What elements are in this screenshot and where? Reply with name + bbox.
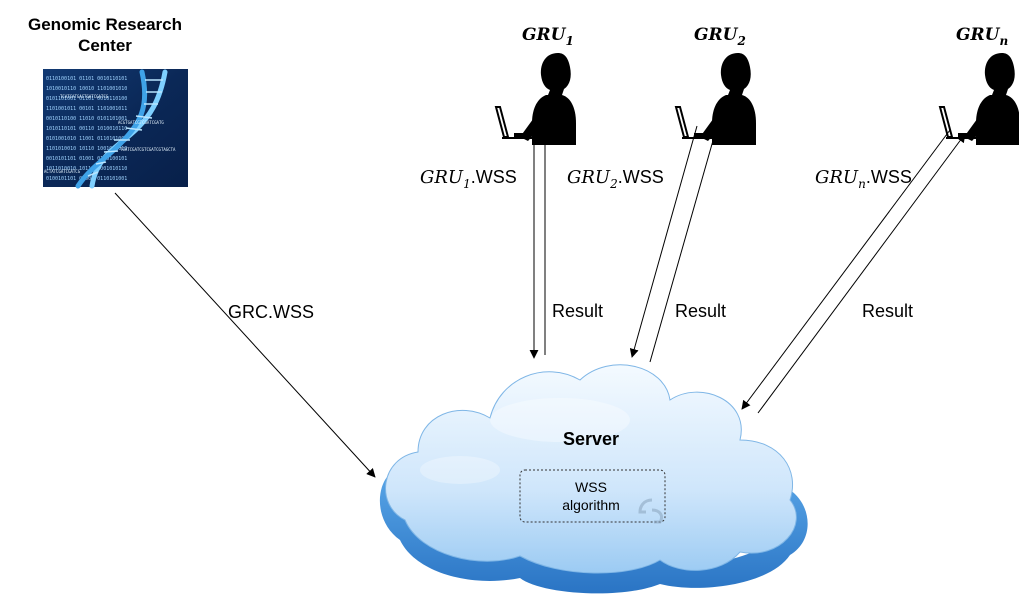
user-1-send-label: GRU1.WSS [420,167,517,191]
user-2-send-arrow [629,125,698,358]
svg-text:TGATCGATCGTCGATCGTAGCTA: TGATCGATCGTCGATCGTAGCTA [120,147,176,152]
user-2-send-label: GRU2.WSS [567,167,664,191]
user-n-result-label: Result [862,301,913,321]
svg-text:0010110100 11010 0101101001: 0010110100 11010 0101101001 [46,116,127,122]
user-2-result-label: Result [675,301,726,321]
svg-text:0100101101 01001 0110101001: 0100101101 01001 0110101001 [46,176,127,182]
svg-text:1010010110 10010 1101001010: 1010010110 10010 1101001010 [46,86,127,92]
svg-text:1010110101 00110 1010010110: 1010110101 00110 1010010110 [46,126,127,132]
svg-text:0010101101 01001 0110100101: 0010101101 01001 0110100101 [46,156,127,162]
user-n-send-label: GRUn.WSS [815,167,912,191]
user-1-person-icon [495,52,577,146]
wss-algorithm-box: WSS algorithm [519,469,666,524]
svg-text:ACTATCGATCGATCG: ACTATCGATCGATCG [44,169,81,174]
server-cloud [379,364,808,594]
user-n-result-arrow [757,133,966,414]
svg-text:0110100101 01101 0010110101: 0110100101 01101 0010110101 [46,76,127,82]
algorithm-label-line2: algorithm [562,497,620,513]
svg-text:TCATCATGACTGATCGATCG: TCATCATGACTGATCGATCG [60,94,109,99]
svg-text:1101001011 00101 1101001011: 1101001011 00101 1101001011 [46,106,127,112]
grc-to-server-arrow [114,192,376,478]
user-1-label: GRU1 [522,25,574,48]
dna-image: 0110100101 01101 0010110101 1010010110 1… [43,69,188,189]
svg-text:ACGTGATCGTCGATCGATG: ACGTGATCGTCGATCGATG [118,120,164,125]
algorithm-label-line1: WSS [575,479,607,495]
user-n-person-icon [939,52,1019,146]
svg-text:1101010010 10110 1001011010: 1101010010 10110 1001011010 [46,146,127,152]
grc-title-line2: Center [78,36,132,55]
user-1-result-label: Result [552,301,603,321]
user-n-send-arrow [741,129,951,410]
svg-text:1011010010 10110 1001010110: 1011010010 10110 1001010110 [46,166,127,172]
user-2-result-arrow [649,129,719,363]
svg-text:0101001010 11001 0110101001: 0101001010 11001 0110101001 [46,136,127,142]
process-icon [638,498,664,524]
grc-title-line1: Genomic Research [28,15,182,34]
grc-arrow-label: GRC.WSS [228,302,314,322]
svg-text:0101101001 01101 0010110100: 0101101001 01101 0010110100 [46,96,127,102]
server-title: Server [563,429,619,449]
user-n-label: GRUn [956,25,1008,48]
user-2-label: GRU2 [694,25,746,48]
